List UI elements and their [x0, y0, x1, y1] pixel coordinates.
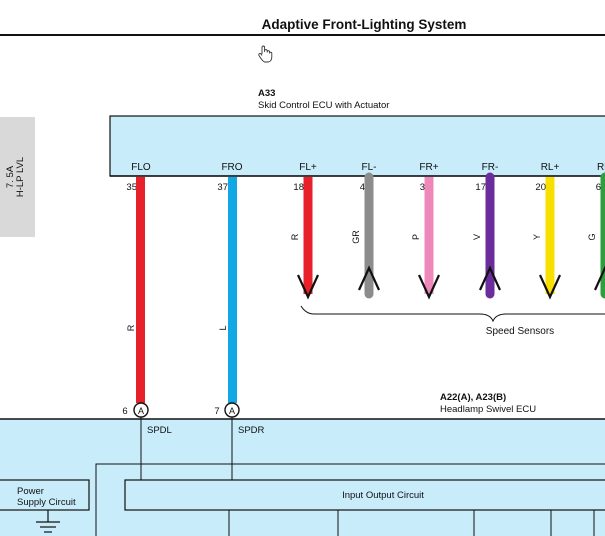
- fuse-box: [0, 117, 35, 237]
- terminal-label-fr-minus: FR-: [482, 162, 499, 173]
- internal-bus-line: [95, 463, 605, 481]
- terminal-label-fl-plus: FL+: [299, 162, 317, 173]
- pin-number-spdl: 6: [122, 406, 127, 417]
- wire-fro: [228, 177, 237, 403]
- connector-letter-spdr: A: [229, 406, 235, 416]
- wire-code-fl-plus: R: [290, 233, 300, 240]
- terminal-pin-fr-plus: 3: [420, 182, 425, 193]
- connector-letter-spdl: A: [138, 406, 144, 416]
- input-output-circuit-label: Input Output Circuit: [342, 490, 424, 501]
- top-ecu-code: A33: [258, 88, 275, 99]
- pin-name-spdr: SPDR: [238, 425, 265, 436]
- ground-icon: [36, 510, 60, 533]
- input-output-circuit-box: [124, 479, 605, 511]
- bottom-ecu-code: A22(A), A23(B): [440, 392, 506, 403]
- fuse-name: H-LP LVL: [15, 157, 26, 197]
- hand-cursor-icon: [258, 45, 273, 63]
- wire-code-rl-minus: G: [587, 233, 597, 240]
- arrow-down-icon: [296, 274, 320, 300]
- wire-code-rl-plus: Y: [532, 234, 542, 240]
- terminal-layer: FLO 35 FRO 37 FL+ 18 FL- 4 FR+ 3 FR- 17 RL+ 20 RL- 6: [126, 162, 605, 193]
- arrow-up-icon: [357, 265, 381, 291]
- terminal-label-rl-minus: RL-: [597, 162, 605, 173]
- power-supply-circuit-box: [0, 479, 90, 511]
- top-ecu-name: Skid Control ECU with Actuator: [258, 100, 389, 111]
- power-supply-circuit-line1: Power: [17, 486, 44, 497]
- wire-flo: [136, 177, 145, 403]
- arrow-up-icon: [593, 265, 605, 291]
- bottom-ecu-name: Headlamp Swivel ECU: [440, 404, 536, 415]
- power-supply-circuit-line2: Supply Circuit: [17, 497, 76, 508]
- terminal-pin-fl-minus: 4: [360, 182, 365, 193]
- page-title: Adaptive Front-Lighting System: [262, 17, 467, 32]
- terminal-label-flo: FLO: [131, 162, 151, 173]
- terminal-pin-rl-plus: 20: [535, 182, 546, 193]
- wire-code-fl-minus: GR: [351, 230, 361, 244]
- pin-number-spdr: 7: [214, 406, 219, 417]
- terminal-label-rl-plus: RL+: [541, 162, 560, 173]
- terminal-pin-fl-plus: 18: [293, 182, 304, 193]
- speed-sensors-label: Speed Sensors: [486, 326, 554, 337]
- wire-flo-mid-code: R: [126, 324, 136, 331]
- arrow-down-icon: [538, 274, 562, 300]
- wire-fro-mid-code: L: [218, 325, 228, 330]
- wire-code-fr-plus: P: [411, 234, 421, 240]
- bottom-ecu-box: [0, 418, 605, 536]
- arrow-down-icon: [417, 274, 441, 300]
- speed-sensors-bracket: [300, 305, 605, 323]
- sensor-wire-layer: R GR P V Y G: [290, 172, 605, 300]
- terminal-label-fr-plus: FR+: [419, 162, 438, 173]
- terminal-pin-fro: 37: [217, 182, 228, 193]
- terminal-pin-rl-minus: 6: [596, 182, 601, 193]
- pin-name-spdl: SPDL: [147, 425, 172, 436]
- terminal-label-fl-minus: FL-: [362, 162, 377, 173]
- wire-code-fr-minus: V: [472, 234, 482, 240]
- terminal-pin-fr-minus: 17: [475, 182, 486, 193]
- arrow-up-icon: [478, 265, 502, 291]
- terminal-pin-flo: 35: [126, 182, 137, 193]
- fuse-rating: 7. 5A: [5, 165, 16, 188]
- top-ecu-box: [109, 115, 605, 177]
- terminal-label-fro: FRO: [221, 162, 242, 173]
